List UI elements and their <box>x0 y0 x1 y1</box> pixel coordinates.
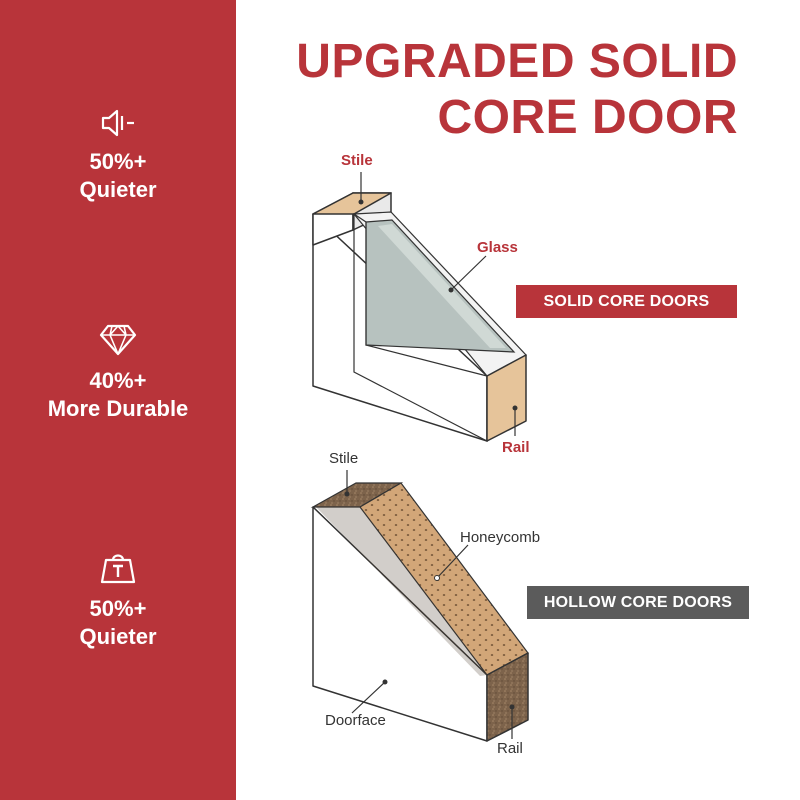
solid-door-stile-top <box>312 192 392 215</box>
feature-weight: 50%+ Quieter <box>0 551 236 651</box>
page-title-line-1: UPGRADED SOLID <box>296 35 738 88</box>
hollow-doorface-label: Doorface <box>325 712 386 729</box>
hollow-door-rail-end <box>486 652 529 742</box>
glass-leader <box>450 255 487 291</box>
solid-stile-label: Stile <box>341 152 373 169</box>
solid-door-rail-end <box>486 354 527 442</box>
feature-label: Quieter <box>79 177 157 202</box>
solid-core-badge: SOLID CORE DOORS <box>516 285 737 318</box>
solid-door-glass-highlight <box>378 224 506 348</box>
rail-leader-dot <box>512 405 518 411</box>
feature-label: Quieter <box>79 624 157 649</box>
solid-glass-label: Glass <box>477 239 518 256</box>
feature-value: 50%+ <box>89 149 147 174</box>
honeycomb-leader-dot <box>434 575 440 581</box>
hollow-core-badge: HOLLOW CORE DOORS <box>527 586 749 619</box>
hollow-door-edge-shade <box>316 507 487 676</box>
rail-leader-dot <box>509 704 515 710</box>
hollow-honeycomb-label: Honeycomb <box>460 529 541 546</box>
feature-value: 40%+ <box>89 368 147 393</box>
hollow-stile-label: Stile <box>329 450 359 467</box>
hollow-core-door-diagram <box>310 470 529 742</box>
doorface-leader-dot <box>382 679 388 685</box>
hollow-rail-label: Rail <box>497 740 523 757</box>
honeycomb-leader <box>436 544 469 579</box>
feature-durable: 40%+ More Durable <box>0 323 236 423</box>
doorface-leader <box>351 681 386 714</box>
feature-value: 50%+ <box>89 596 147 621</box>
speaker-mute-icon <box>101 109 134 137</box>
feature-label: More Durable <box>47 396 189 421</box>
page-title-line-2: CORE DOOR <box>437 91 738 144</box>
weight-icon <box>100 554 136 584</box>
solid-rail-label: Rail <box>502 439 530 456</box>
feature-quieter: 50%+ Quieter <box>0 108 236 204</box>
solid-core-door-diagram <box>312 172 527 442</box>
page-title: UPGRADED SOLID CORE DOOR <box>296 34 738 146</box>
diamond-icon <box>99 324 137 356</box>
stile-leader-dot <box>344 491 350 497</box>
glass-leader-dot <box>448 287 454 293</box>
stile-leader-dot <box>358 199 364 205</box>
